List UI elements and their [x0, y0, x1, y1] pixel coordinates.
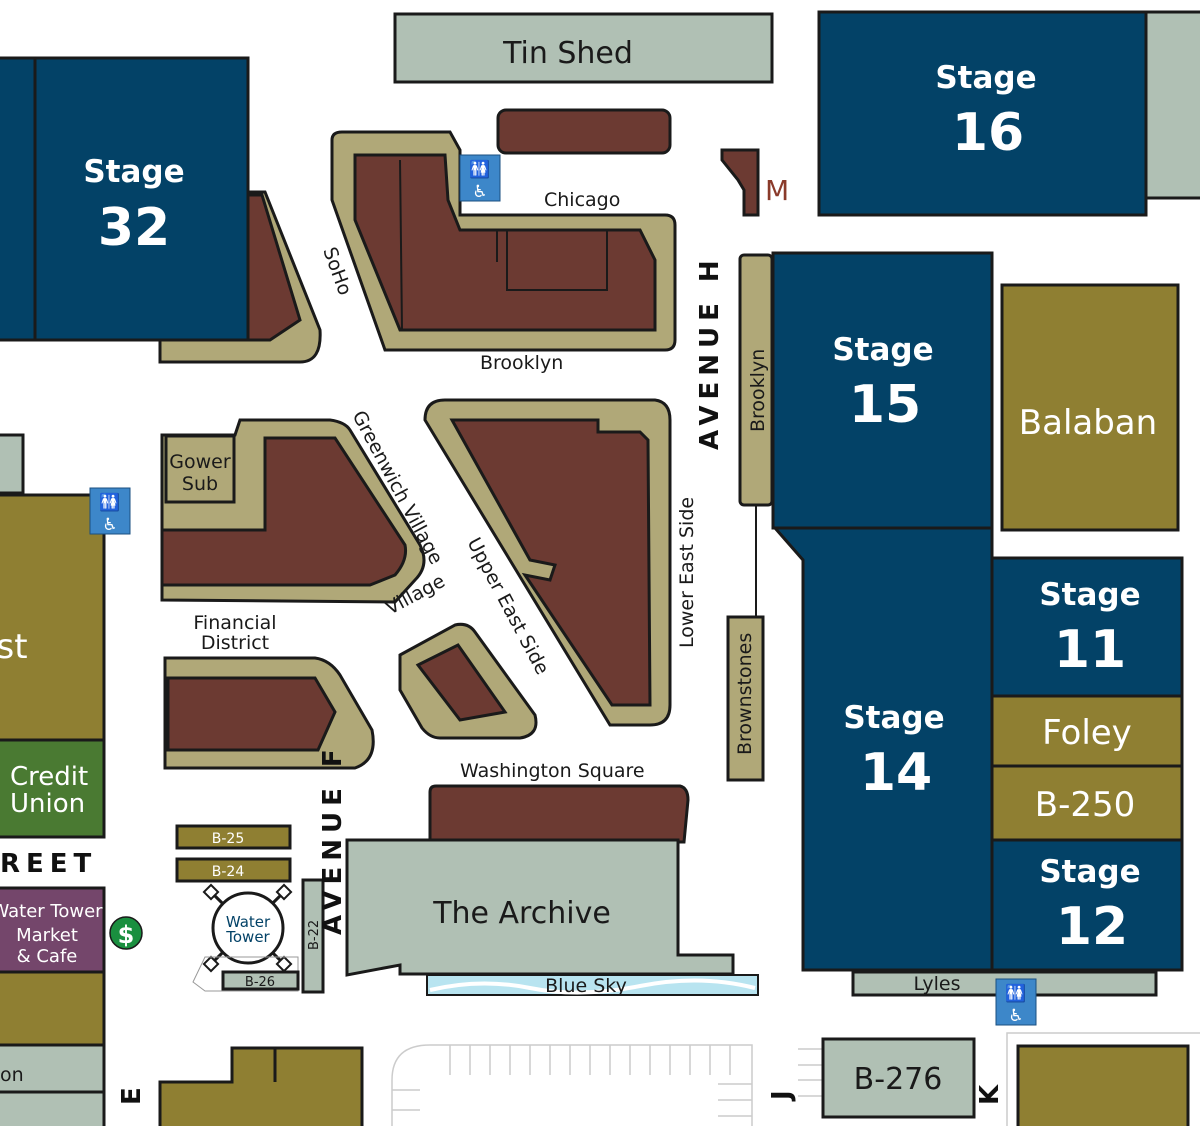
building-bottom-right-olive	[1016, 1044, 1190, 1126]
street-e: E	[117, 1081, 147, 1105]
b25-label: B-25	[212, 831, 244, 847]
stage-12[interactable]: Stage 12	[990, 838, 1184, 972]
building-tin-shed[interactable]: Tin Shed	[393, 12, 774, 84]
b24-label: B-24	[212, 864, 245, 880]
stage-32-number: 32	[98, 198, 170, 258]
stage-14-word: Stage	[843, 700, 944, 736]
stage-11[interactable]: Stage 11	[990, 556, 1184, 698]
building-brooklyn-vertical[interactable]: Brooklyn	[738, 253, 774, 507]
b276-label: B-276	[854, 1062, 943, 1097]
block-financial-district[interactable]	[163, 656, 375, 770]
building-left-sage-3	[0, 1090, 106, 1126]
accessible-icon: ♿	[1008, 1006, 1023, 1026]
m-marker: M	[765, 174, 789, 207]
svg-text:$: $	[118, 921, 135, 949]
stage-12-word: Stage	[1039, 854, 1140, 890]
gower-label-2: Sub	[182, 473, 218, 495]
building-m	[720, 148, 760, 217]
building-bottom-olive	[158, 1046, 364, 1126]
block-greenwich-village[interactable]: Gower Sub	[160, 418, 426, 604]
stage-15-number: 15	[849, 375, 921, 435]
street-reet: REET	[0, 849, 97, 879]
water-tower-label-2: Tower	[225, 928, 270, 946]
building-archive[interactable]: The Archive	[345, 784, 735, 977]
building-b24[interactable]: B-24	[175, 857, 292, 883]
building-b26[interactable]: B-26	[221, 970, 300, 991]
building-b276[interactable]: B-276	[821, 1037, 976, 1119]
tin-shed-label: Tin Shed	[502, 36, 633, 71]
street-avenue-h: AVENUE H	[695, 254, 725, 450]
parking-lot	[391, 1044, 753, 1126]
building-west-olive[interactable]: st	[0, 493, 106, 742]
b22-label: B-22	[307, 920, 322, 950]
building-left-sage-on[interactable]: on	[0, 1043, 106, 1094]
building-b22[interactable]: B-22	[301, 878, 325, 994]
block-chicago-brooklyn[interactable]	[330, 130, 677, 352]
stage-14-number: 14	[860, 743, 932, 803]
street-avenue-f: AVENUE F	[318, 743, 348, 935]
on-label: on	[0, 1064, 24, 1086]
water-tower[interactable]: Water Tower	[202, 883, 293, 973]
building-foley[interactable]: Foley	[990, 694, 1184, 768]
restroom-accessible-icon-2[interactable]: 🚻 ♿	[89, 487, 131, 535]
street-k: K	[975, 1079, 1005, 1105]
stage-15-word: Stage	[832, 332, 933, 368]
street-lower-east-side: Lower East Side	[676, 497, 698, 648]
atm-dollar-icon[interactable]: $	[109, 916, 143, 950]
restroom-accessible-icon-3[interactable]: 🚻 ♿	[995, 978, 1037, 1026]
building-blue-sky[interactable]: Blue Sky	[426, 974, 759, 997]
building-water-tower-market[interactable]: Water Tower Market & Cafe	[0, 886, 106, 974]
stage-11-number: 11	[1054, 620, 1126, 680]
accessible-icon: ♿	[472, 182, 487, 202]
building-left-sage	[0, 433, 25, 495]
brownstones-label: Brownstones	[734, 633, 756, 755]
balaban-label: Balaban	[1019, 403, 1157, 443]
stage-12-number: 12	[1056, 897, 1128, 957]
building-balaban[interactable]: Balaban	[1000, 283, 1180, 532]
market-label-1: Water Tower	[0, 901, 103, 922]
market-label-2: Market	[16, 925, 78, 946]
street-brooklyn: Brooklyn	[480, 352, 563, 374]
building-credit-union[interactable]: Credit Union	[0, 738, 106, 839]
stage-32-word: Stage	[83, 154, 184, 190]
stage-16-word: Stage	[935, 60, 1036, 96]
credit-label-1: Credit	[10, 762, 88, 792]
stage-15[interactable]: Stage 15	[771, 251, 994, 530]
accessible-icon: ♿	[102, 515, 117, 535]
gower-label-1: Gower	[169, 451, 231, 473]
street-washington-square: Washington Square	[460, 760, 645, 782]
street-financial-1: Financial	[193, 612, 276, 634]
stage-11-word: Stage	[1039, 577, 1140, 613]
credit-label-2: Union	[10, 789, 85, 819]
lyles-label: Lyles	[914, 973, 961, 995]
stage-14[interactable]: Stage 14	[771, 526, 994, 972]
building-left-olive-2	[0, 970, 106, 1047]
water-tower-label-1: Water	[226, 913, 271, 931]
building-b250[interactable]: B-250	[990, 764, 1184, 842]
building-b25[interactable]: B-25	[175, 824, 292, 850]
foley-label: Foley	[1042, 713, 1132, 753]
b26-label: B-26	[245, 975, 275, 990]
brooklyn-vertical-label: Brooklyn	[747, 349, 769, 432]
stage-16-number: 16	[952, 103, 1024, 163]
street-chicago: Chicago	[544, 189, 620, 211]
stage-16[interactable]: Stage 16	[817, 10, 1200, 217]
building-brownstones[interactable]: Brownstones	[726, 615, 765, 782]
restroom-icon: 🚻	[469, 159, 490, 180]
restroom-icon: 🚻	[1005, 983, 1026, 1004]
blue-sky-label: Blue Sky	[545, 975, 627, 997]
restroom-accessible-icon-1[interactable]: 🚻 ♿	[459, 154, 501, 202]
stage-32[interactable]: Stage 32	[0, 56, 322, 364]
block-village-small[interactable]	[398, 622, 538, 740]
street-j: J	[767, 1084, 797, 1102]
block-upper-east-side[interactable]	[423, 398, 672, 727]
archive-label: The Archive	[432, 896, 611, 931]
street-financial-2: District	[201, 632, 269, 654]
b250-label: B-250	[1035, 785, 1136, 825]
west-building-label: st	[0, 627, 28, 667]
building-brown-top	[496, 108, 672, 155]
restroom-icon: 🚻	[99, 492, 120, 513]
market-label-3: & Cafe	[17, 946, 78, 967]
